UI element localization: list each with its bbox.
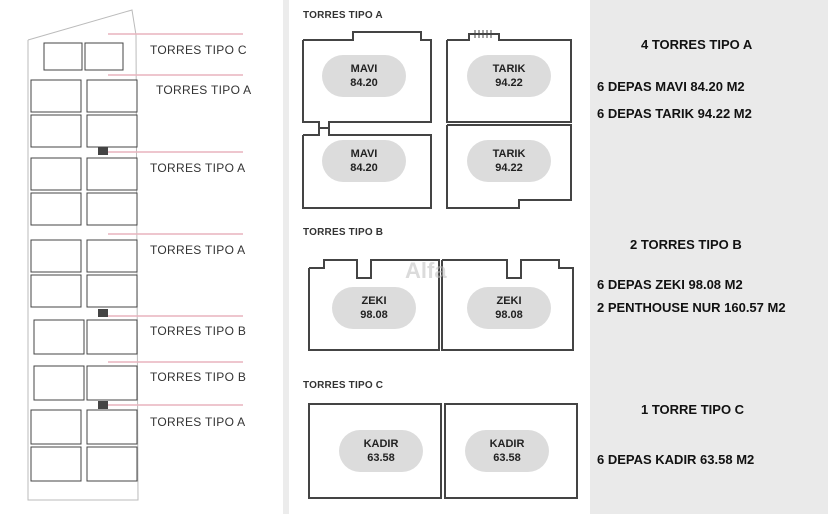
site-label: TORRES TIPO A	[156, 83, 252, 97]
tower-unit	[86, 192, 138, 226]
unit-name: MAVI	[350, 148, 378, 160]
unit-outline	[446, 33, 572, 123]
unit-name: TARIK	[492, 63, 526, 75]
unit-outline	[308, 403, 442, 499]
unit-label: KADIR 63.58	[339, 430, 423, 472]
tower-unit	[30, 114, 82, 148]
site-plan-drawing	[27, 9, 243, 501]
tower-unit	[33, 365, 85, 401]
unit-outline	[441, 259, 574, 351]
unit-area: 98.08	[360, 309, 388, 321]
unit-label: MAVI 84.20	[322, 55, 406, 97]
summary-a-line1: 6 DEPAS MAVI 84.20 M2	[597, 79, 745, 94]
summary-a-line2: 6 DEPAS TARIK 94.22 M2	[597, 106, 752, 121]
summary-b-line1: 6 DEPAS ZEKI 98.08 M2	[597, 277, 743, 292]
site-label: TORRES TIPO A	[150, 243, 246, 257]
tower-unit	[33, 319, 85, 355]
tower-unit	[43, 42, 83, 71]
divider	[283, 0, 289, 514]
tower-unit	[86, 114, 138, 148]
site-label: TORRES TIPO B	[150, 370, 247, 384]
unit-outline	[308, 259, 440, 351]
summary-a-title: 4 TORRES TIPO A	[641, 37, 753, 52]
summary-c-line1: 6 DEPAS KADIR 63.58 M2	[597, 452, 755, 467]
tower-unit	[30, 79, 82, 113]
stair-core	[98, 401, 108, 409]
tower-unit	[30, 274, 82, 308]
summary-c-title: 1 TORRE TIPO C	[641, 402, 745, 417]
tower-unit	[30, 409, 82, 445]
unit-area: 84.20	[350, 162, 378, 174]
unit-name: TARIK	[492, 148, 526, 160]
tower-unit	[30, 157, 82, 191]
site-plan: TORRES TIPO C TORRES TIPO A TORRES TIPO …	[0, 0, 283, 514]
unit-name: ZEKI	[496, 295, 522, 307]
stair-core	[98, 147, 108, 155]
summary-b-line2: 2 PENTHOUSE NUR 160.57 M2	[597, 300, 786, 315]
unit-name: MAVI	[350, 63, 378, 75]
unit-area: 94.22	[495, 162, 523, 174]
floor-plan-drawing	[302, 30, 578, 499]
site-label: TORRES TIPO B	[150, 324, 247, 338]
unit-label: ZEKI 98.08	[332, 287, 416, 329]
unit-area: 63.58	[493, 452, 521, 464]
summary-b-title: 2 TORRES TIPO B	[630, 237, 742, 252]
watermark: Alfa	[405, 258, 447, 283]
site-label: TORRES TIPO A	[150, 161, 246, 175]
plan-header-b: TORRES TIPO B	[303, 227, 384, 238]
tower-unit	[86, 274, 138, 308]
unit-area: 94.22	[495, 77, 523, 89]
tower-unit	[84, 42, 124, 71]
unit-name: ZEKI	[361, 295, 387, 307]
unit-label: MAVI 84.20	[322, 140, 406, 182]
summary-panel: 4 TORRES TIPO A 6 DEPAS MAVI 84.20 M2 6 …	[590, 0, 828, 514]
tower-unit	[86, 365, 138, 401]
tower-unit	[30, 239, 82, 273]
unit-area: 63.58	[367, 452, 395, 464]
tower-unit	[86, 446, 138, 482]
tower-unit	[86, 79, 138, 113]
unit-label: ZEKI 98.08	[467, 287, 551, 329]
unit-label: TARIK 94.22	[467, 55, 551, 97]
tower-unit	[86, 239, 138, 273]
tower-unit	[86, 319, 138, 355]
plan-header-c: TORRES TIPO C	[303, 380, 384, 391]
plan-header-a: TORRES TIPO A	[303, 10, 383, 21]
unit-area: 98.08	[495, 309, 523, 321]
unit-outline	[446, 124, 572, 209]
unit-label: TARIK 94.22	[467, 140, 551, 182]
unit-outline	[302, 127, 432, 209]
unit-name: KADIR	[363, 438, 399, 450]
unit-label: KADIR 63.58	[465, 430, 549, 472]
tower-unit	[86, 409, 138, 445]
floor-plans: TORRES TIPO A TORRES TIPO B TORRES TIPO …	[289, 0, 590, 514]
stair-core	[98, 309, 108, 317]
unit-outline	[444, 403, 578, 499]
site-label: TORRES TIPO C	[150, 43, 247, 57]
unit-area: 84.20	[350, 77, 378, 89]
site-label: TORRES TIPO A	[150, 415, 246, 429]
tower-unit	[30, 446, 82, 482]
unit-name: KADIR	[489, 438, 525, 450]
unit-outline	[302, 31, 432, 129]
tower-unit	[30, 192, 82, 226]
tower-unit	[86, 157, 138, 191]
